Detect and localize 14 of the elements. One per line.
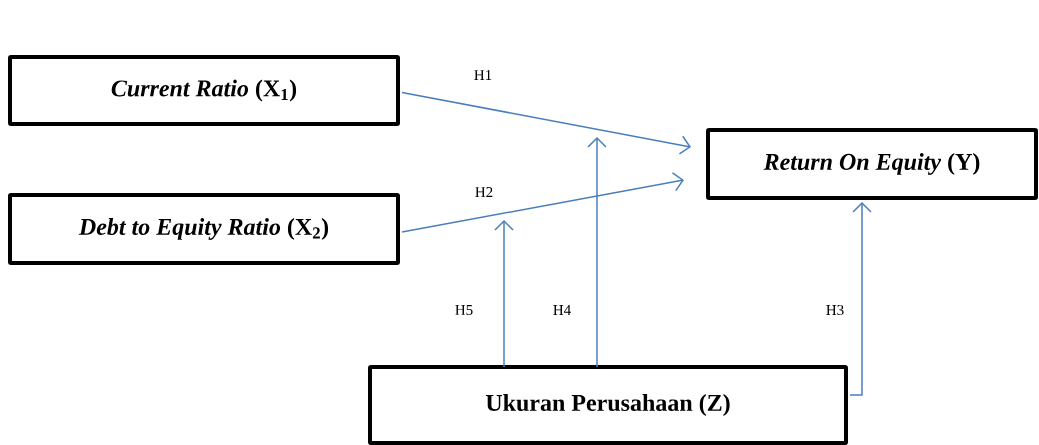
edge-label: H3: [824, 303, 846, 317]
arrow: [849, 202, 872, 396]
arrow: [494, 220, 514, 368]
variable-box: Ukuran Perusahaan (Z): [368, 365, 848, 445]
edge-label: H1: [472, 69, 494, 81]
variable-box: Current Ratio (X$_{1}$): [8, 55, 400, 126]
variable-box: Debt to Equity Ratio (X$_{2}$): [8, 193, 400, 265]
edge-label: H5: [453, 304, 475, 316]
arrow: [401, 91, 691, 155]
edge-label: H4: [551, 304, 573, 316]
arrow: [587, 137, 607, 368]
variable-box: Return On Equity (Y): [706, 128, 1038, 200]
arrow: [401, 172, 684, 233]
edge-label: H2: [473, 186, 495, 198]
